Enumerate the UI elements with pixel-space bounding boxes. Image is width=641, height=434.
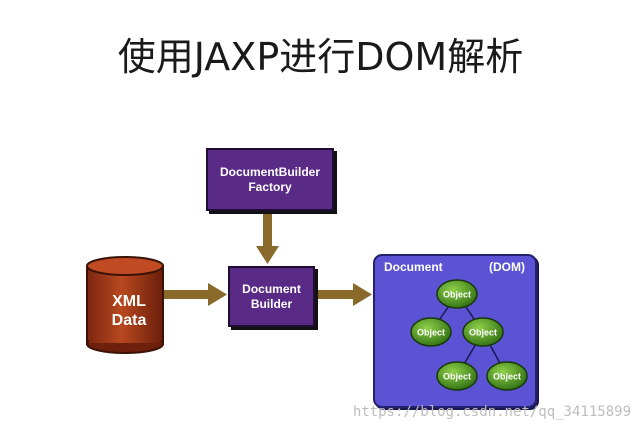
document-builder-factory-box: DocumentBuilder Factory xyxy=(206,148,334,211)
page-title: 使用JAXP进行DOM解析 xyxy=(117,35,524,79)
xml-data-cylinder xyxy=(86,256,164,354)
object-label: Object xyxy=(493,372,521,382)
object-label: Object xyxy=(443,372,471,382)
watermark-url: https://blog.csdn.net/qq_34115899 xyxy=(352,404,631,420)
dom-panel-tag: (DOM) xyxy=(489,260,525,274)
object-node-left: Object xyxy=(410,317,452,347)
arrow-factory-to-builder xyxy=(256,208,279,264)
dom-tree: Object Object Object Object Object xyxy=(410,279,528,391)
dom-panel-title: Document xyxy=(384,260,443,274)
xml-data-label: XML Data xyxy=(111,293,147,329)
factory-label: DocumentBuilder Factory xyxy=(219,164,320,194)
object-node-child-right: Object xyxy=(486,361,528,391)
object-label: Object xyxy=(469,328,497,338)
object-label: Object xyxy=(417,328,445,338)
object-label: Object xyxy=(443,290,471,300)
arrow-builder-to-dom xyxy=(313,283,372,306)
builder-label: Document Builder xyxy=(242,281,301,311)
object-node-right: Object xyxy=(462,317,504,347)
document-builder-box: Document Builder xyxy=(228,266,315,327)
arrow-data-to-builder xyxy=(164,283,227,306)
object-node-root: Object xyxy=(436,279,478,309)
object-node-child-left: Object xyxy=(436,361,478,391)
dom-document-panel: Document (DOM) Object Object Object Obje… xyxy=(373,254,537,408)
